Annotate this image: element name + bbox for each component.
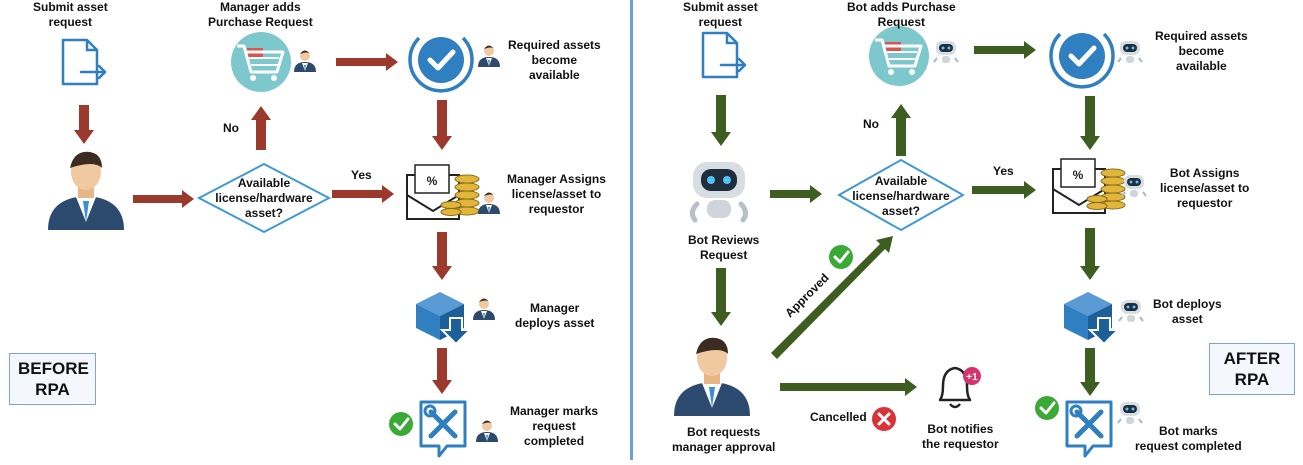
shopping-cart-icon <box>867 24 931 88</box>
document-arrow-icon <box>701 31 747 79</box>
after-required-label: Required assets become available <box>1155 29 1248 73</box>
before-purchase-label: Manager adds Purchase Request <box>208 0 313 29</box>
after-yes-label: Yes <box>993 164 1014 178</box>
after-deploys-label: Bot deploys asset <box>1153 297 1222 326</box>
before-assigns-label: Manager Assigns license/asset to request… <box>507 172 606 216</box>
check-badge-icon <box>387 410 415 438</box>
check-circle-icon <box>410 37 472 91</box>
document-arrow-icon <box>61 38 107 86</box>
after-arrows <box>711 41 1100 396</box>
manager-avatar-icon <box>476 420 498 442</box>
before-required-label: Required assets become available <box>508 38 601 82</box>
after-purchase-label: Bot adds Purchase Request <box>847 0 956 29</box>
check-circle-icon <box>1051 33 1113 87</box>
robot-icon <box>1118 299 1144 323</box>
arrow-submit-to-bot <box>711 95 731 146</box>
after-reviews-label: Bot Reviews Request <box>688 233 760 262</box>
manager-avatar-icon <box>294 50 316 72</box>
after-assigns-label: Bot Assigns license/asset to requestor <box>1160 166 1250 210</box>
arrow-decision-to-assigns <box>332 185 394 203</box>
before-arrows <box>74 53 452 394</box>
decision-diamond <box>196 162 332 234</box>
section-divider <box>630 0 633 460</box>
robot-icon <box>692 162 745 220</box>
before-marks-label: Manager marks request completed <box>510 404 599 448</box>
approved-label: Approved <box>782 271 832 321</box>
arrow-approval-to-decision <box>771 236 893 359</box>
cancel-x-icon <box>872 407 896 431</box>
arrow-assigns-to-deploys <box>1080 228 1100 280</box>
arrow-required-to-assigns <box>432 100 452 150</box>
robot-icon <box>1117 40 1143 64</box>
manager-avatar-icon <box>478 45 500 67</box>
manager-avatar-icon <box>478 192 500 214</box>
approved-check-icon <box>827 243 855 271</box>
envelope-coins-icon <box>1052 158 1126 214</box>
arrow-decision-to-purchase <box>251 106 271 150</box>
after-no-label: No <box>863 117 879 131</box>
arrow-required-to-assigns <box>1080 96 1100 150</box>
arrow-submit-to-manager <box>74 105 94 144</box>
arrow-purchase-to-required <box>974 41 1036 59</box>
arrow-purchase-to-required <box>336 53 398 71</box>
arrow-bot-to-decision <box>770 185 822 203</box>
arrow-approval-to-notify <box>780 378 917 396</box>
after-marks-label: Bot marks request completed <box>1135 424 1242 453</box>
box-download-icon <box>415 291 471 345</box>
bell-notification-icon <box>938 366 981 409</box>
before-deploys-label: Manager deploys asset <box>515 301 595 330</box>
after-approval-label: Bot requests manager approval <box>672 425 776 454</box>
arrow-decision-to-purchase <box>891 104 911 156</box>
arrow-decision-to-assigns <box>972 181 1036 199</box>
before-submit-label: Submit asset request <box>33 0 108 29</box>
wrench-screwdriver-icon <box>421 402 465 456</box>
manager-avatar-icon <box>48 151 124 230</box>
check-badge-icon <box>1033 394 1061 422</box>
wrench-screwdriver-icon <box>1067 402 1111 456</box>
notify-badge-count: +1 <box>966 372 978 383</box>
robot-icon <box>1117 401 1143 425</box>
after-decision-label: Available license/hardware asset? <box>852 174 950 218</box>
arrow-deploys-to-marks <box>432 348 452 394</box>
after-rpa-badge: AFTER RPA <box>1209 343 1295 395</box>
envelope-coins-icon <box>406 164 480 220</box>
robot-icon <box>1121 174 1147 198</box>
arrow-deploys-to-marks <box>1080 348 1100 396</box>
before-decision-label: Available license/hardware asset? <box>215 176 313 220</box>
before-no-label: No <box>223 121 239 135</box>
before-yes-label: Yes <box>351 168 372 182</box>
after-submit-label: Submit asset request <box>683 0 758 29</box>
manager-avatar-icon <box>674 337 750 416</box>
after-cancelled-label: Cancelled <box>810 410 867 424</box>
after-notifies-label: Bot notifies the requestor <box>922 422 999 451</box>
robot-icon <box>933 40 959 64</box>
decision-diamond <box>836 158 966 232</box>
arrow-assigns-to-deploys <box>432 232 452 280</box>
arrow-bot-to-approval <box>711 268 731 326</box>
manager-avatar-icon <box>473 298 495 320</box>
before-rpa-badge: BEFORE RPA <box>9 353 96 405</box>
arrow-manager-to-decision <box>133 190 194 208</box>
shopping-cart-icon <box>229 30 293 94</box>
box-download-icon <box>1063 291 1119 345</box>
